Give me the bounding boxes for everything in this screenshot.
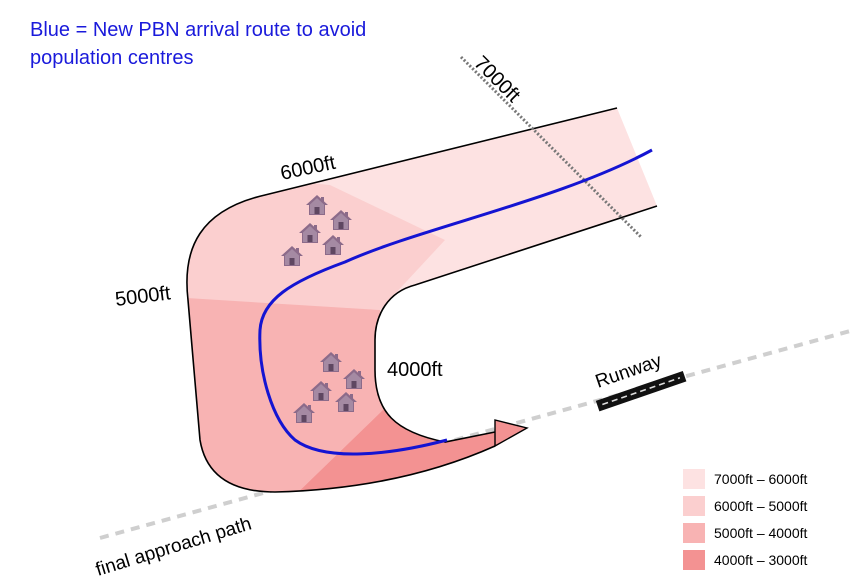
diagram-title: Blue = New PBN arrival route to avoid po… xyxy=(30,19,367,69)
band-5000-4000 xyxy=(186,297,388,492)
legend-swatch xyxy=(683,550,705,570)
legend-label: 5000ft – 4000ft xyxy=(714,525,808,541)
legend-swatch xyxy=(683,469,705,489)
legend-label: 6000ft – 5000ft xyxy=(714,498,808,514)
label-4000ft: 4000ft xyxy=(387,359,443,381)
legend-swatch xyxy=(683,496,705,516)
legend-swatch xyxy=(683,523,705,543)
arrow-head xyxy=(494,419,529,448)
legend: 7000ft – 6000ft 6000ft – 5000ft 5000ft – 4… xyxy=(683,469,848,577)
label-final-approach-path: final approach path xyxy=(93,513,254,580)
legend-label: 7000ft – 6000ft xyxy=(714,471,808,487)
legend-item: 6000ft – 5000ft xyxy=(683,496,848,516)
label-7000ft: 7000ft xyxy=(469,52,524,107)
label-5000ft: 5000ft xyxy=(114,282,172,311)
legend-item: 7000ft – 6000ft xyxy=(683,469,848,489)
corridor-inner-edge xyxy=(374,205,658,443)
legend-label: 4000ft – 3000ft xyxy=(714,552,808,568)
legend-item: 5000ft – 4000ft xyxy=(683,523,848,543)
boundary-7000-line xyxy=(459,55,644,240)
legend-item: 4000ft – 3000ft xyxy=(683,550,848,570)
pbn-route-line xyxy=(258,148,653,456)
corridor-outer-edge xyxy=(186,107,618,493)
final-approach-path-line xyxy=(99,329,850,540)
runway xyxy=(595,370,687,412)
